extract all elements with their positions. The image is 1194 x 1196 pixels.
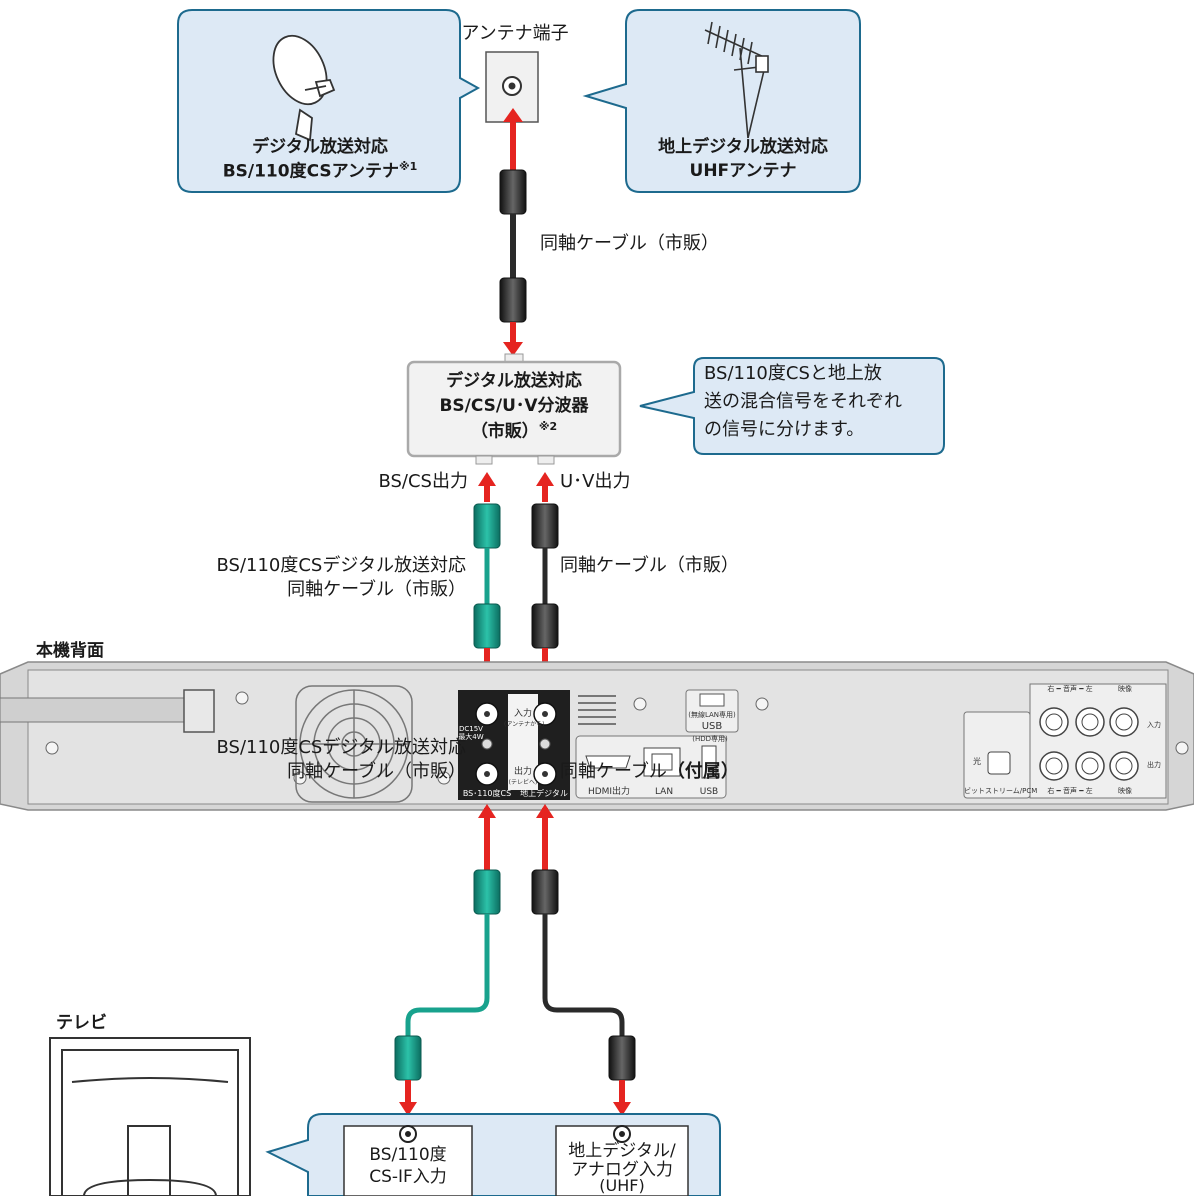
cable-top-label: 同軸ケーブル（市販）	[540, 233, 719, 254]
splitter-line3: （市販）※2	[470, 420, 558, 442]
optical-label: ビットストリーム/PCM	[964, 787, 1038, 795]
av-in-label: 入力	[1147, 721, 1161, 729]
uhf-antenna-callout	[582, 9, 861, 193]
lan-label: LAN	[654, 787, 674, 797]
cable-bottom-left-line2: 同軸ケーブル（市販）	[287, 761, 466, 782]
cable-bottom-right-label: 同軸ケーブル（付属）	[560, 761, 739, 782]
tv-back-icon	[49, 1037, 251, 1196]
cable-top	[499, 108, 527, 356]
splitter-note-line3: の信号に分けます。	[704, 419, 865, 440]
tv-input-uv-line1: 地上デジタル/	[568, 1141, 676, 1161]
cable-mid-left-line2: 同軸ケーブル（市販）	[287, 579, 466, 600]
splitter-box	[406, 353, 622, 465]
usb-top-label: USB	[701, 721, 723, 732]
av-bottom-label: 右 ━ 音声 ━ 左	[1047, 787, 1093, 795]
panel-output-label: 出力(テレビへ)	[508, 767, 538, 786]
output-uv-label: U･V出力	[560, 471, 631, 492]
av-out-label: 出力	[1147, 761, 1161, 769]
av-video2-label: 映像	[1118, 787, 1132, 795]
av-video-label: 映像	[1118, 685, 1132, 693]
usb-hdd-sub: (HDD専用)	[692, 735, 728, 743]
hdmi-label: HDMI出力	[587, 787, 631, 797]
output-bs-cs-label: BS/CS出力	[378, 471, 468, 492]
uhf-antenna-line1: 地上デジタル放送対応	[658, 137, 828, 157]
bs-antenna-callout	[177, 9, 481, 193]
splitter-note-line2: 送の混合信号をそれぞれ	[704, 391, 902, 412]
optical-light-label: 光	[973, 757, 981, 766]
usb-wifi-sub: (無線LAN専用)	[688, 711, 736, 719]
splitter-note-line1: BS/110度CSと地上放	[704, 363, 882, 384]
tv-input-bs-line2: CS-IF入力	[369, 1167, 447, 1187]
usb-label: USB	[699, 787, 719, 797]
cable-bottom-left	[394, 804, 501, 1116]
device-rear	[0, 661, 1194, 811]
uhf-antenna-icon	[704, 21, 769, 139]
cable-bottom-left-line1: BS/110度CSデジタル放送対応	[216, 737, 466, 758]
panel-terrestrial-label: 地上デジタル	[520, 789, 568, 798]
av-top-label: 右 ━ 音声 ━ 左	[1047, 685, 1093, 693]
antenna-terminal-label: アンテナ端子	[461, 23, 569, 44]
tv-input-uv-line3: (UHF)	[599, 1176, 645, 1195]
cable-mid-right-label: 同軸ケーブル（市販）	[560, 555, 739, 576]
satellite-dish-icon	[272, 34, 336, 142]
bs-antenna-line2: BS/110度CSアンテナ※1	[222, 160, 418, 182]
cable-bottom-right	[531, 804, 636, 1116]
splitter-note-callout	[639, 357, 945, 455]
splitter-output-arrows	[478, 472, 554, 502]
panel-bs-label: BS･110度CS	[462, 789, 512, 798]
device-rear-label: 本機背面	[36, 641, 104, 661]
tv-input-bs-line1: BS/110度	[369, 1145, 447, 1165]
uhf-antenna-line2: UHFアンテナ	[689, 161, 797, 181]
splitter-line1: デジタル放送対応	[446, 371, 582, 391]
tv-label: テレビ	[56, 1013, 107, 1033]
cable-mid-left-line1: BS/110度CSデジタル放送対応	[216, 555, 466, 576]
bs-antenna-line1: デジタル放送対応	[252, 137, 388, 157]
tv-input-uv-line2: アナログ入力	[571, 1160, 673, 1180]
splitter-line2: BS/CS/U･V分波器	[439, 396, 589, 416]
panel-input-label: 入力(アンテナから)	[504, 709, 545, 728]
